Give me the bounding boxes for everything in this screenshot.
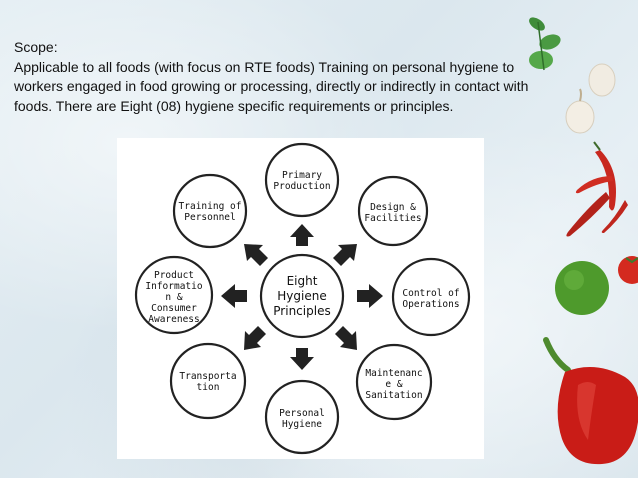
maint-label-3: Sanitation bbox=[365, 390, 422, 401]
product-information-circle bbox=[134, 255, 214, 335]
arrow-down-icon bbox=[290, 348, 314, 370]
transport-label-2: tion bbox=[197, 382, 220, 393]
design-facilities-circle bbox=[357, 175, 429, 247]
arrow-right-icon bbox=[357, 284, 383, 308]
personal-label-2: Hygiene bbox=[282, 419, 322, 430]
scope-heading: Scope: bbox=[14, 39, 58, 55]
control-label-1: Control of bbox=[402, 288, 459, 299]
training-personnel-circle bbox=[172, 173, 248, 249]
primary-production-circle bbox=[264, 142, 340, 218]
center-circle bbox=[259, 253, 345, 339]
product-label-3: n & bbox=[165, 292, 182, 303]
arrow-up-left-icon bbox=[244, 244, 268, 266]
scope-line-1: Applicable to all foods (with focus on R… bbox=[14, 58, 515, 75]
direction-arrows bbox=[221, 224, 383, 370]
arrow-down-right-icon bbox=[335, 326, 357, 350]
transport-label-1: Transporta bbox=[179, 371, 236, 382]
maintenance-sanitation-circle bbox=[355, 343, 433, 421]
personal-label-1: Personal bbox=[279, 408, 325, 419]
center-label-1: Eight bbox=[287, 274, 318, 288]
bell-pepper-icon bbox=[543, 337, 638, 465]
arrow-up-icon bbox=[290, 224, 314, 246]
arrow-left-icon bbox=[221, 284, 247, 308]
basil-icon bbox=[529, 17, 561, 71]
product-label-5: Awareness bbox=[148, 314, 199, 325]
product-label-4: Consumer bbox=[151, 303, 197, 314]
product-label-1: Product bbox=[154, 270, 194, 281]
arrow-down-left-icon bbox=[244, 326, 266, 350]
center-label-3: Principles bbox=[273, 304, 330, 318]
primary-label-1: Primary bbox=[282, 170, 322, 181]
control-label-2: Operations bbox=[402, 299, 459, 310]
product-label-2: Informatio bbox=[145, 281, 202, 292]
control-operations-circle bbox=[391, 257, 471, 337]
garlic-icon bbox=[565, 63, 616, 134]
chilli-icon bbox=[566, 141, 628, 237]
lime-icon bbox=[555, 261, 609, 315]
primary-label-2: Production bbox=[273, 181, 330, 192]
scope-text: Scope: Applicable to all foods (with foc… bbox=[14, 38, 574, 116]
transportation-circle bbox=[169, 342, 247, 420]
maint-label-1: Maintenanc bbox=[365, 368, 422, 379]
hygiene-principles-diagram: Eight Hygiene Principles Primary Product… bbox=[117, 138, 484, 459]
design-label-2: Facilities bbox=[364, 213, 421, 224]
arrow-up-right-icon bbox=[333, 244, 357, 266]
design-label-1: Design & bbox=[370, 202, 416, 213]
training-label-2: Personnel bbox=[184, 212, 235, 223]
training-label-1: Training of bbox=[179, 201, 242, 212]
personal-hygiene-circle bbox=[264, 379, 340, 455]
maint-label-2: e & bbox=[385, 379, 402, 390]
center-label-2: Hygiene bbox=[277, 289, 326, 303]
scope-line-3: foods. There are Eight (08) hygiene spec… bbox=[14, 97, 454, 114]
tomato-icon bbox=[618, 256, 638, 284]
scope-line-2: workers engaged in food growing or proce… bbox=[14, 78, 529, 94]
